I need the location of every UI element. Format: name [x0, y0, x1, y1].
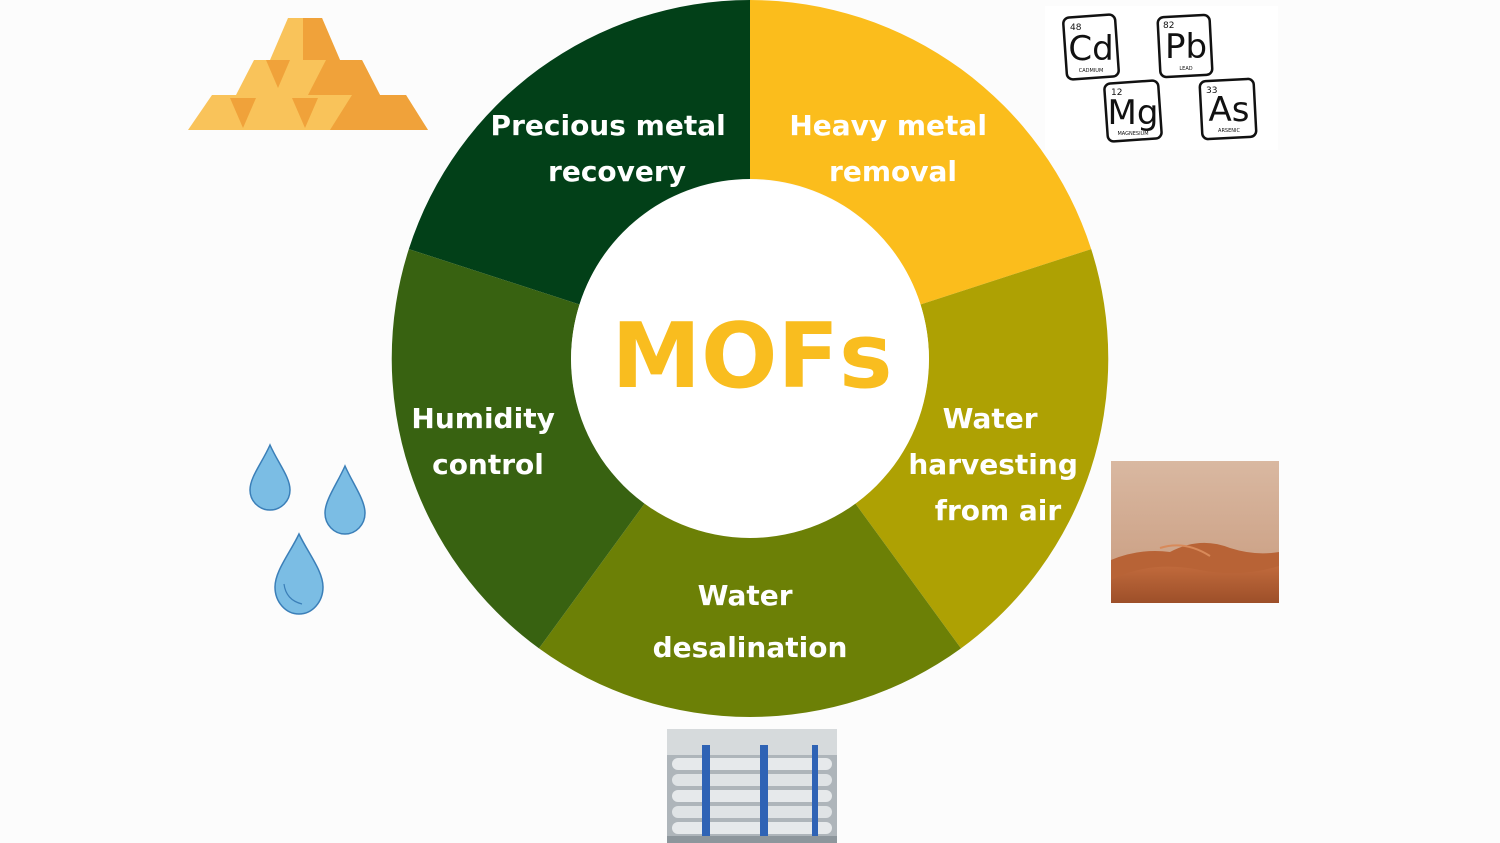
label-water-desalination: Water desalination [653, 579, 848, 664]
water-drops-icon [249, 443, 366, 615]
label-precious-metal-recovery: Precious metal recovery [491, 109, 736, 188]
svg-text:Mg: Mg [1108, 93, 1159, 133]
svg-text:Pb: Pb [1165, 27, 1207, 67]
svg-text:Cd: Cd [1068, 29, 1113, 69]
element-card-cd: 48 Cd CADMIUM [1062, 13, 1120, 81]
segment-humidity-control [391, 249, 645, 649]
svg-text:12: 12 [1111, 88, 1122, 98]
desert-photo [1111, 461, 1279, 603]
svg-text:CADMIUM: CADMIUM [1079, 68, 1104, 74]
element-card-pb: 82 Pb LEAD [1156, 13, 1214, 79]
element-card-mg: 12 Mg MAGNESIUM [1103, 79, 1163, 143]
wheel-center [571, 180, 929, 538]
svg-text:48: 48 [1070, 23, 1082, 33]
label-water-harvesting-from-air: Water harvesting from air [908, 402, 1087, 527]
segment-precious-metal-recovery [408, 0, 750, 305]
segment-heavy-metal-removal [750, 0, 1092, 305]
segment-water-desalination [539, 503, 961, 717]
svg-text:82: 82 [1163, 21, 1174, 31]
svg-text:33: 33 [1206, 86, 1217, 96]
svg-text:MAGNESIUM: MAGNESIUM [1117, 131, 1148, 137]
wheel [391, 0, 1109, 717]
label-humidity-control: Humidity control [411, 402, 564, 481]
svg-text:ARSENIC: ARSENIC [1218, 128, 1240, 134]
segment-water-harvesting [855, 249, 1109, 649]
periodic-elements-icon: 48 Cd CADMIUM 82 Pb LEAD 12 Mg MAGNESIUM… [1045, 6, 1278, 150]
label-heavy-metal-removal: Heavy metal removal [789, 109, 996, 188]
desalination-plant-photo [667, 729, 837, 843]
svg-text:LEAD: LEAD [1179, 66, 1192, 72]
center-title: MOFs [611, 304, 892, 409]
element-card-as: 33 As ARSENIC [1198, 77, 1258, 141]
gold-bars-icon [188, 18, 428, 130]
svg-text:As: As [1209, 90, 1250, 130]
